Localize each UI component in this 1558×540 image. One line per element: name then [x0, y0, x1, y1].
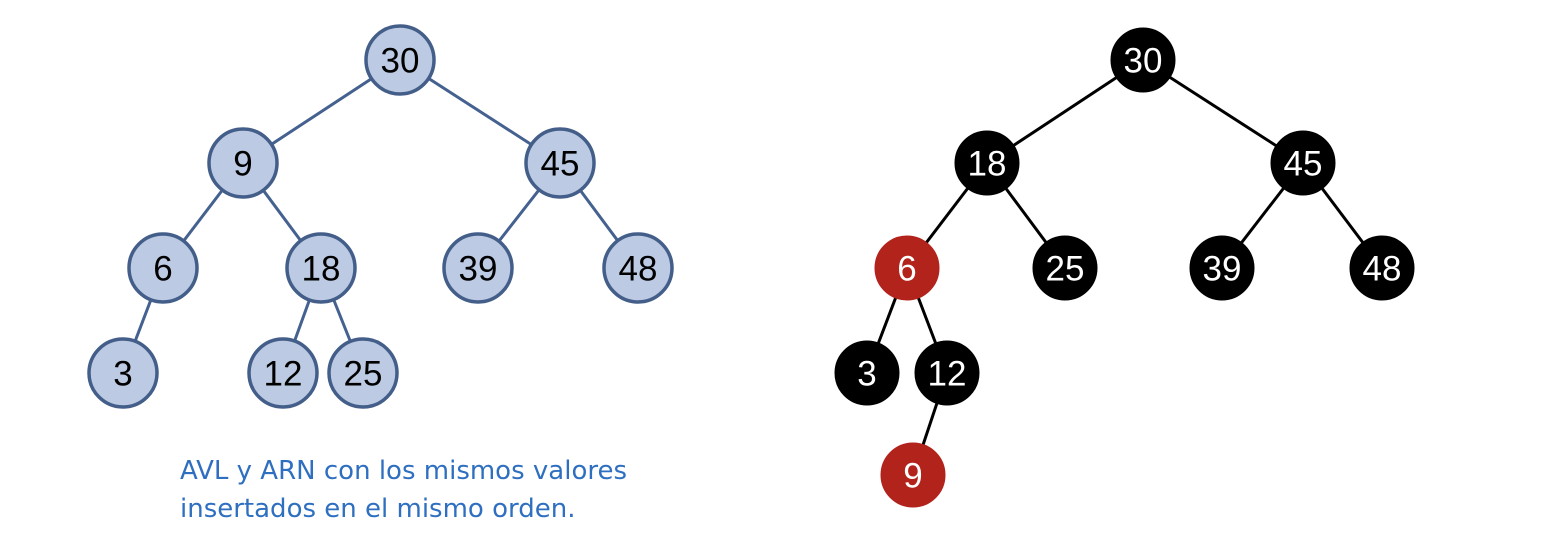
rb-node-label: 48: [1363, 250, 1402, 289]
avl-node-label: 9: [233, 145, 252, 184]
rb-node-label: 39: [1203, 250, 1242, 289]
avl-node: 18: [285, 232, 357, 304]
rb-node: 3: [834, 340, 900, 406]
rb-node-circle: [1110, 27, 1176, 93]
avl-node-label: 25: [344, 355, 383, 394]
rb-node-circle: [954, 130, 1020, 196]
avl-node-circle: [602, 232, 674, 304]
rb-node: 30: [1110, 27, 1176, 93]
rb-node: 12: [914, 340, 980, 406]
avl-node-circle: [524, 127, 596, 199]
avl-node-circle: [285, 232, 357, 304]
rb-node: 6: [874, 235, 940, 301]
rb-node: 9: [880, 442, 946, 508]
avl-node-circle: [127, 232, 199, 304]
avl-node-circle: [327, 337, 399, 409]
rb-node-label: 45: [1284, 145, 1323, 184]
avl-node-circle: [247, 337, 319, 409]
rb-node-label: 6: [897, 250, 916, 289]
avl-node-circle: [364, 24, 436, 96]
diagram-caption: AVL y ARN con los mismos valores inserta…: [180, 452, 700, 528]
rb-node: 45: [1270, 130, 1336, 196]
avl-node: 30: [364, 24, 436, 96]
rb-node-label: 12: [928, 355, 967, 394]
rb-node: 39: [1189, 235, 1255, 301]
avl-node-label: 48: [619, 250, 658, 289]
rb-node-circle: [1189, 235, 1255, 301]
avl-node: 25: [327, 337, 399, 409]
rb-node-circle: [914, 340, 980, 406]
rb-node-circle: [874, 235, 940, 301]
rb-node-label: 30: [1124, 42, 1163, 81]
rb-node-circle: [1270, 130, 1336, 196]
avl-node: 45: [524, 127, 596, 199]
rb-node-circle: [880, 442, 946, 508]
rb-node-circle: [1349, 235, 1415, 301]
avl-node: 12: [247, 337, 319, 409]
avl-node: 48: [602, 232, 674, 304]
avl-node-label: 3: [113, 355, 132, 394]
avl-node-label: 45: [541, 145, 580, 184]
avl-node: 3: [87, 337, 159, 409]
rb-node-label: 9: [903, 457, 922, 496]
avl-tree: 30 9 45 6 18 39 48 3 12 25: [87, 24, 674, 409]
avl-node: 6: [127, 232, 199, 304]
rb-node-circle: [834, 340, 900, 406]
avl-node-label: 12: [264, 355, 303, 394]
avl-node-label: 18: [302, 250, 341, 289]
avl-node-label: 30: [381, 42, 420, 81]
avl-node-label: 39: [459, 250, 498, 289]
caption-line-2: insertados en el mismo orden.: [180, 494, 576, 524]
avl-node-label: 6: [153, 250, 172, 289]
red-black-tree: 30 18 45 6 25 39 48 3 12 9: [834, 27, 1415, 508]
avl-node-circle: [442, 232, 514, 304]
avl-node: 39: [442, 232, 514, 304]
avl-node-circle: [207, 127, 279, 199]
avl-node-circle: [87, 337, 159, 409]
caption-line-1: AVL y ARN con los mismos valores: [180, 456, 628, 486]
avl-node: 9: [207, 127, 279, 199]
rb-node-label: 25: [1046, 250, 1085, 289]
rb-node: 48: [1349, 235, 1415, 301]
rb-node-label: 18: [968, 145, 1007, 184]
rb-node: 18: [954, 130, 1020, 196]
rb-node-circle: [1032, 235, 1098, 301]
rb-node: 25: [1032, 235, 1098, 301]
rb-node-label: 3: [857, 355, 876, 394]
